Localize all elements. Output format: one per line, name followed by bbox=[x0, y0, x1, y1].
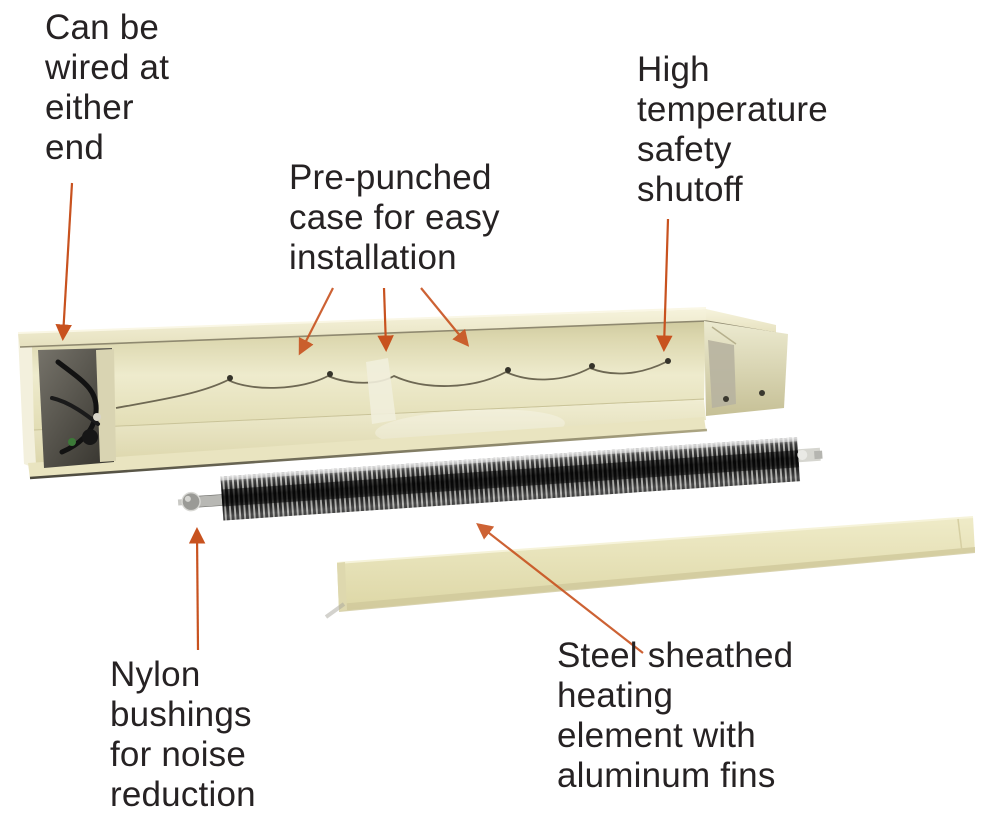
case-floor bbox=[34, 400, 706, 465]
arrow-prepunched-right bbox=[420, 287, 470, 347]
case-top-rim bbox=[18, 309, 708, 347]
label-prepunched-case: Pre-punched case for easy installation bbox=[289, 158, 500, 277]
label-safety-shutoff: High temperature safety shutoff bbox=[637, 50, 828, 209]
heater-case bbox=[17, 307, 788, 480]
front-cover-panel bbox=[324, 516, 975, 619]
pre-punched-holes bbox=[227, 358, 671, 381]
label-heating-element: Steel sheathed heating element with alum… bbox=[557, 636, 794, 795]
case-bottom-lip bbox=[28, 417, 706, 479]
arrow-prepunched-middle bbox=[377, 287, 394, 352]
label-nylon-bushings: Nylon bushings for noise reduction bbox=[110, 655, 256, 814]
wiring-compartment bbox=[38, 348, 116, 468]
safety-shutoff-housing bbox=[704, 321, 788, 416]
callout-arrows bbox=[55, 182, 673, 654]
arrow-prepunched-left bbox=[298, 287, 334, 356]
arrow-safety-shutoff bbox=[656, 218, 673, 352]
steel-sheath-core bbox=[221, 450, 800, 507]
label-wired-either-end: Can be wired at either end bbox=[45, 8, 170, 167]
arrow-heating-element bbox=[476, 522, 644, 654]
nylon-bushing-right bbox=[797, 447, 823, 463]
heating-element bbox=[177, 437, 823, 521]
wires bbox=[55, 359, 99, 455]
nylon-bushing-left bbox=[181, 491, 201, 512]
arrow-nylon-bushings bbox=[188, 527, 206, 651]
mounting-bracket bbox=[366, 358, 396, 424]
ground-screw bbox=[68, 438, 76, 446]
arrow-wired-either-end bbox=[55, 182, 74, 341]
